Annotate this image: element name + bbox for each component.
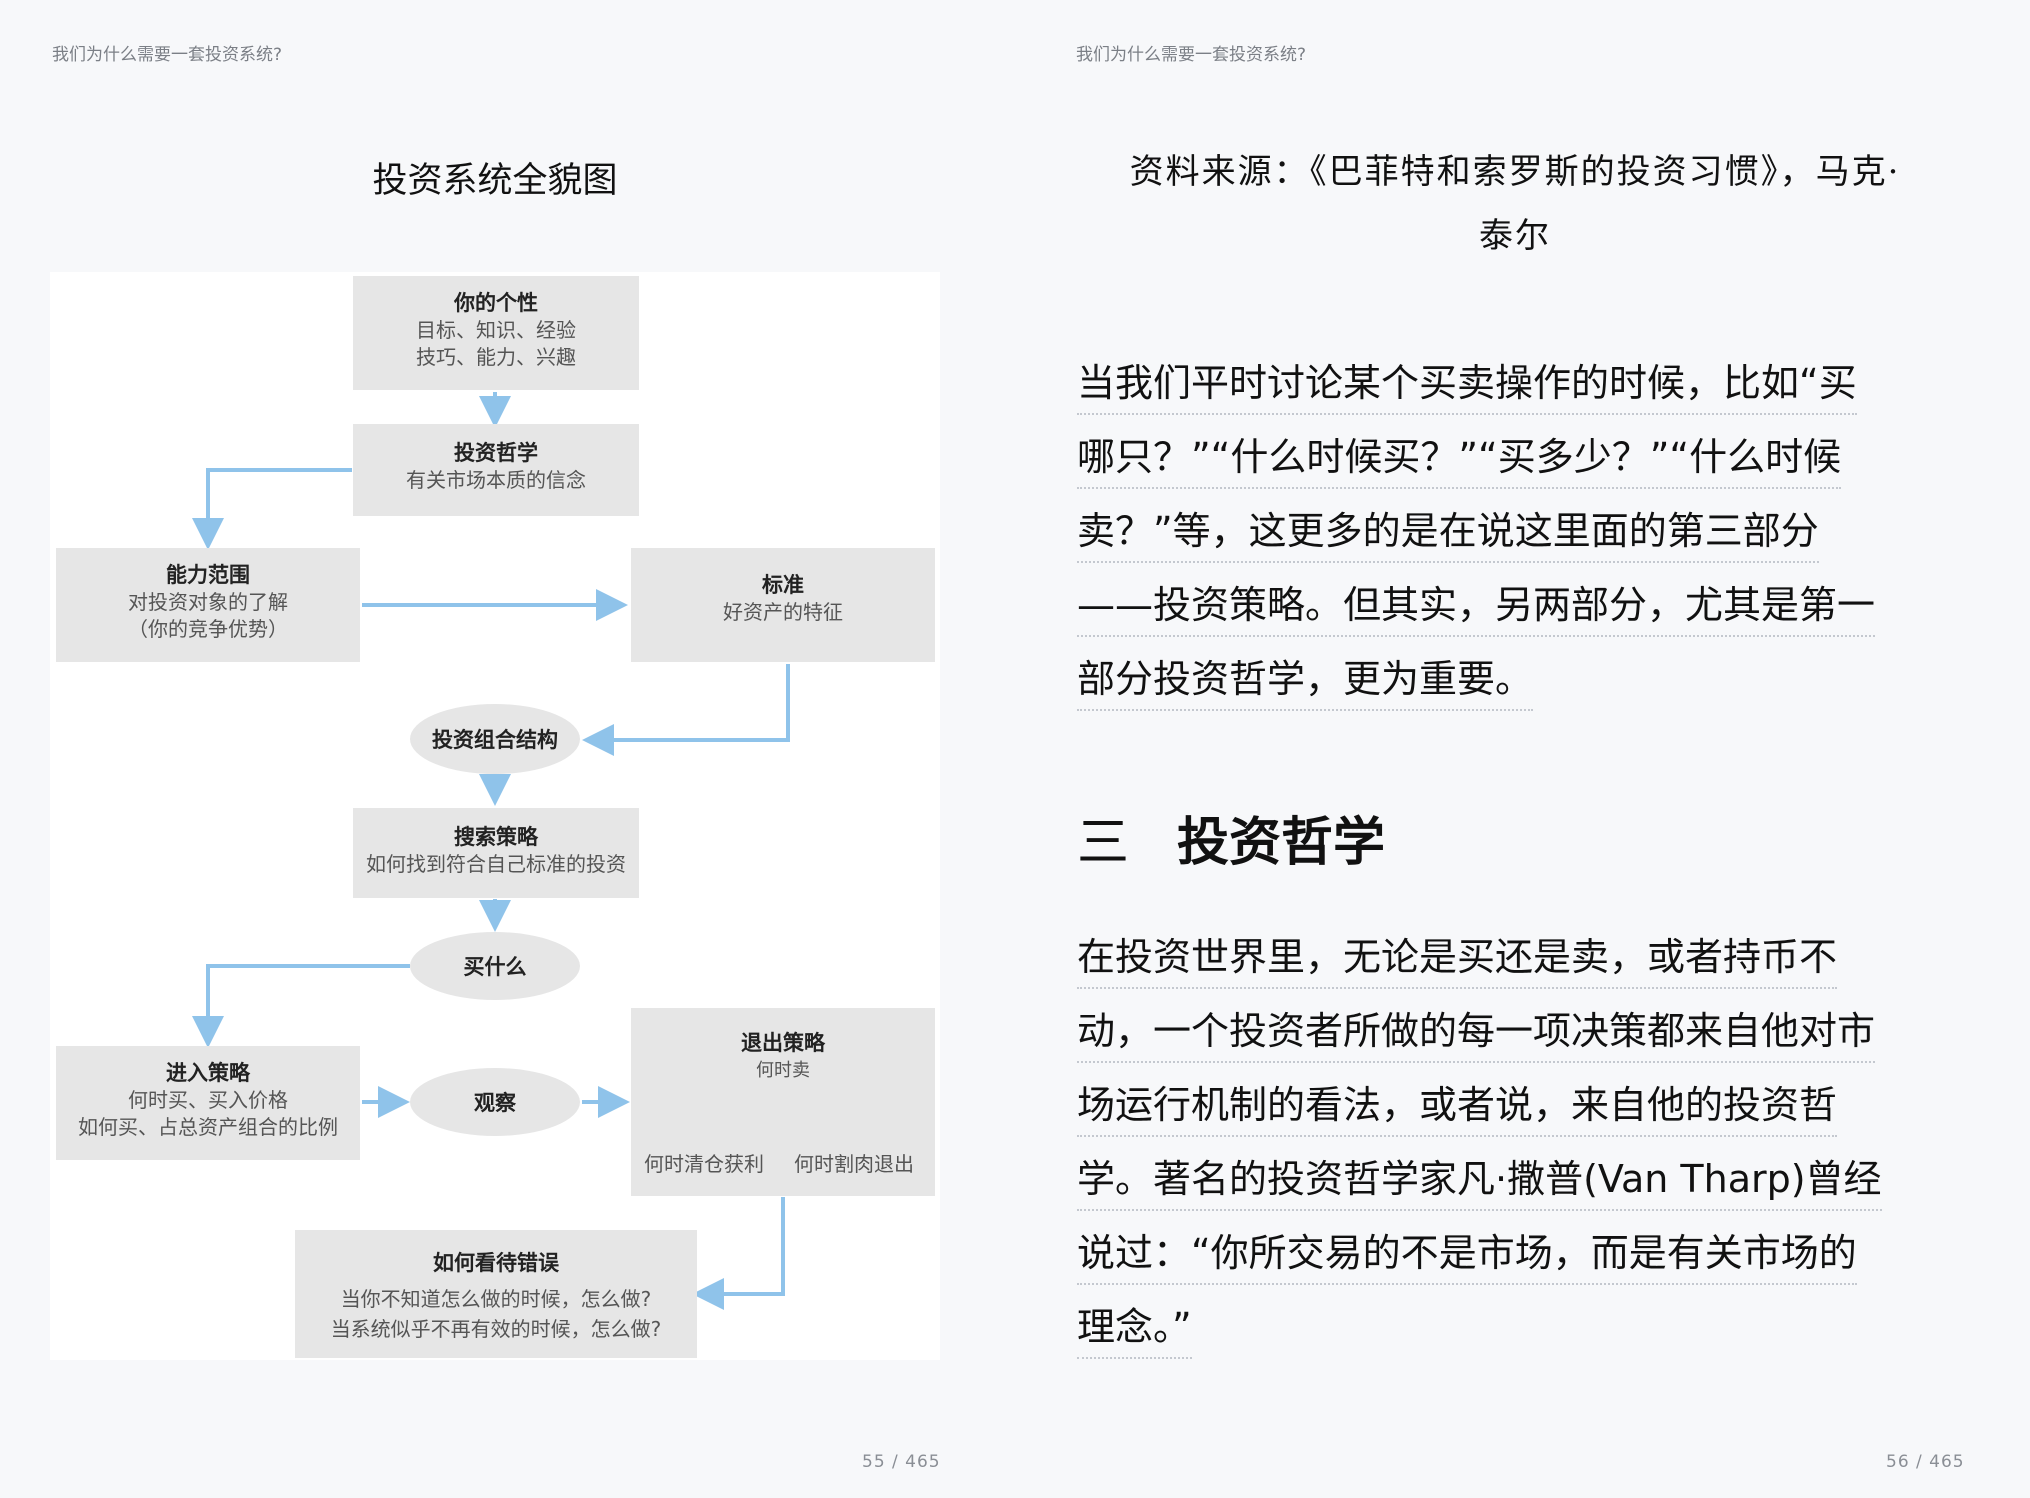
para2-line: 理念。” bbox=[1077, 1305, 1192, 1359]
competence-line1: 对投资对象的了解 bbox=[128, 590, 288, 614]
oval-portfolio: 投资组合结构 bbox=[410, 704, 580, 774]
arrow-what-entry bbox=[192, 964, 410, 1048]
para1-line: 部分投资哲学，更为重要。 bbox=[1077, 657, 1534, 711]
para1-line: 当我们平时讨论某个买卖操作的时候，比如“买 bbox=[1077, 361, 1857, 415]
box-entry: 进入策略 何时买、买入价格 如何买、占总资产组合的比例 bbox=[56, 1046, 360, 1160]
exit-branch-left: 何时清仓获利 bbox=[644, 1152, 764, 1176]
source-line1: 资料来源：《巴菲特和索罗斯的投资习惯》，马克· bbox=[1129, 152, 1901, 192]
section-heading: 三投资哲学 bbox=[1077, 800, 1385, 875]
personality-line1: 目标、知识、经验 bbox=[416, 318, 576, 342]
source-citation: 资料来源：《巴菲特和索罗斯的投资习惯》，马克· 泰尔 bbox=[1080, 140, 1950, 268]
standard-line1: 好资产的特征 bbox=[723, 600, 843, 624]
competence-title: 能力范围 bbox=[166, 563, 250, 587]
entry-line2: 如何买、占总资产组合的比例 bbox=[78, 1115, 338, 1139]
box-mistakes: 如何看待错误 当你不知道怎么做的时候，怎么做? 当系统似乎不再有效的时候，怎么做… bbox=[295, 1230, 697, 1358]
search-line1: 如何找到符合自己标准的投资 bbox=[366, 852, 626, 876]
investment-system-diagram: 你的个性 目标、知识、经验 技巧、能力、兴趣 投资哲学 有关市场本质的信念 能力… bbox=[50, 272, 940, 1360]
exit-line1: 何时卖 bbox=[756, 1060, 810, 1081]
para2-line: 说过：“你所交易的不是市场，而是有关市场的 bbox=[1077, 1231, 1857, 1285]
personality-title: 你的个性 bbox=[454, 291, 538, 315]
box-search: 搜索策略 如何找到符合自己标准的投资 bbox=[353, 808, 639, 898]
entry-title: 进入策略 bbox=[166, 1061, 250, 1085]
search-title: 搜索策略 bbox=[454, 825, 538, 849]
exit-branch-right: 何时割肉退出 bbox=[794, 1152, 914, 1176]
para2-line: 动，一个投资者所做的每一项决策都来自他对市 bbox=[1077, 1009, 1876, 1063]
paragraph-2: 在投资世界里，无论是买还是卖，或者持币不 动，一个投资者所做的每一项决策都来自他… bbox=[1077, 920, 1962, 1364]
oval-observe: 观察 bbox=[410, 1068, 580, 1136]
source-line2: 泰尔 bbox=[1479, 216, 1551, 256]
entry-line1: 何时买、买入价格 bbox=[128, 1088, 288, 1112]
box-personality: 你的个性 目标、知识、经验 技巧、能力、兴趣 bbox=[353, 276, 639, 390]
section-number: 三 bbox=[1077, 813, 1130, 873]
personality-line2: 技巧、能力、兴趣 bbox=[416, 345, 576, 369]
box-standard: 标准 好资产的特征 bbox=[631, 548, 935, 662]
page-number-right: 56 / 465 bbox=[1886, 1452, 1965, 1472]
arrow-standard-portfolio bbox=[582, 664, 790, 756]
page-header-left: 我们为什么需要一套投资系统? bbox=[52, 45, 283, 65]
para1-line: 哪只？”“什么时候买？”“买多少？”“什么时候 bbox=[1077, 435, 1842, 489]
philosophy-line1: 有关市场本质的信念 bbox=[406, 468, 586, 492]
mistakes-title: 如何看待错误 bbox=[433, 1251, 559, 1275]
para2-line: 在投资世界里，无论是买还是卖，或者持币不 bbox=[1077, 935, 1838, 989]
para1-line: 卖？”等，这更多的是在说这里面的第三部分 bbox=[1077, 509, 1819, 563]
section-title: 投资哲学 bbox=[1177, 812, 1386, 873]
philosophy-title: 投资哲学 bbox=[454, 441, 538, 465]
arrow-exit-mistakes bbox=[692, 1197, 785, 1310]
box-philosophy: 投资哲学 有关市场本质的信念 bbox=[353, 424, 639, 516]
exit-title: 退出策略 bbox=[741, 1031, 825, 1055]
figure-title: 投资系统全貌图 bbox=[372, 161, 618, 201]
box-exit: 退出策略 何时卖 bbox=[631, 1008, 935, 1196]
mistakes-line1: 当你不知道怎么做的时候，怎么做? bbox=[340, 1287, 652, 1311]
paragraph-1: 当我们平时讨论某个买卖操作的时候，比如“买 哪只？”“什么时候买？”“买多少？”… bbox=[1077, 346, 1962, 716]
page-header-right: 我们为什么需要一套投资系统? bbox=[1076, 45, 1307, 65]
page-number-left: 55 / 465 bbox=[862, 1452, 941, 1472]
para2-line: 场运行机制的看法，或者说，来自他的投资哲 bbox=[1077, 1083, 1838, 1137]
standard-title: 标准 bbox=[762, 573, 804, 597]
para2-line: 学。著名的投资哲学家凡·撒普(Van Tharp)曾经 bbox=[1077, 1157, 1882, 1211]
para1-line: ——投资策略。但其实，另两部分，尤其是第一 bbox=[1077, 583, 1876, 637]
box-competence: 能力范围 对投资对象的了解 （你的竞争优势） bbox=[56, 548, 360, 662]
mistakes-line2: 当系统似乎不再有效的时候，怎么做? bbox=[330, 1317, 662, 1341]
competence-line2: （你的竞争优势） bbox=[128, 617, 288, 641]
oval-what-to-buy: 买什么 bbox=[410, 932, 580, 1000]
arrow-philosophy-competence bbox=[192, 468, 352, 550]
